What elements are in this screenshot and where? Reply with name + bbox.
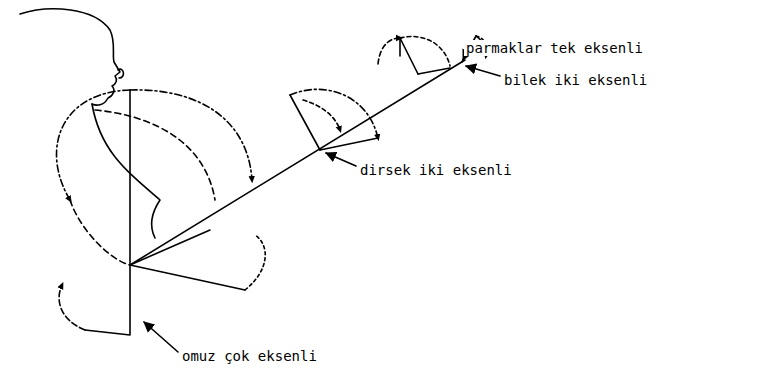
joint-label: parmaklar tek eksenli xyxy=(464,40,645,56)
joint-label: bilek iki eksenli xyxy=(502,72,649,88)
leader-arrow xyxy=(144,322,178,352)
neck-line xyxy=(92,104,160,238)
ear-mark xyxy=(118,69,123,78)
wrist-axes xyxy=(378,37,450,74)
joint-label: omuz çok eksenli xyxy=(180,348,319,364)
joint-label: dirsek iki eksenli xyxy=(358,162,514,178)
elbow-axes xyxy=(290,89,378,150)
shoulder-axes xyxy=(57,90,266,335)
leader-arrow xyxy=(326,153,356,166)
leader-arrow xyxy=(466,66,500,76)
head-profile xyxy=(20,9,120,105)
